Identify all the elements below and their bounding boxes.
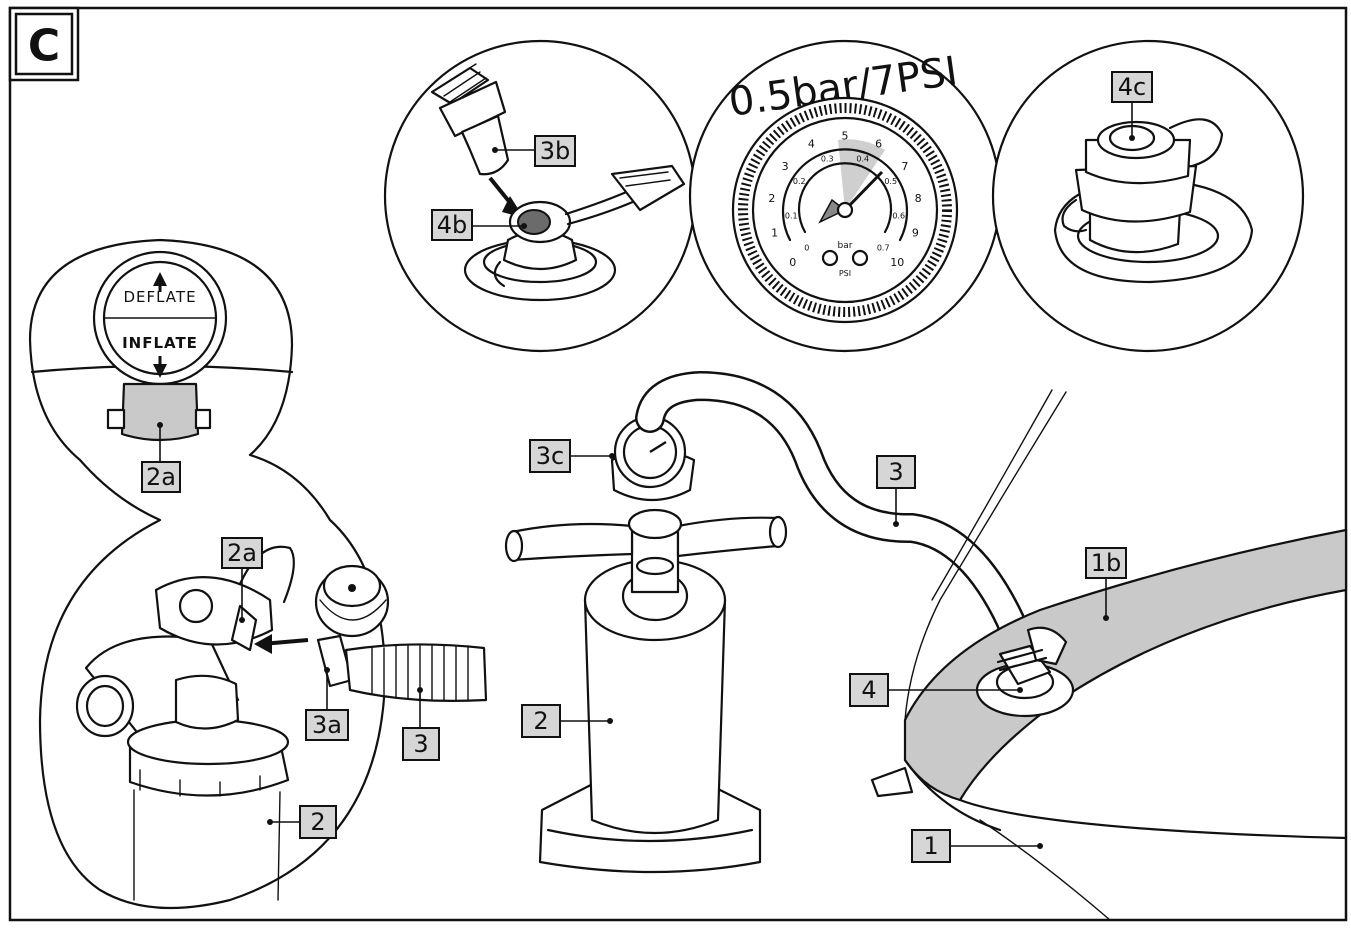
label-3c: 3c (529, 439, 571, 473)
svg-text:3c: 3c (536, 442, 564, 470)
switch-inflate-label: INFLATE (122, 334, 198, 352)
gauge-psi-tick-label: 6 (875, 138, 882, 151)
svg-text:3a: 3a (312, 711, 342, 739)
gauge-psi-tick-label: 1 (771, 226, 778, 239)
svg-text:2: 2 (310, 808, 325, 836)
gauge-bar-tick-label: 0.1 (785, 212, 798, 221)
gauge-psi-tick-label: 3 (782, 160, 789, 173)
svg-text:2a: 2a (227, 539, 257, 567)
svg-text:4: 4 (861, 676, 876, 704)
gauge-bar-tick-label: 0.2 (793, 177, 806, 186)
label-2-left: 2 (299, 805, 337, 839)
detail-pump-switch: DEFLATE INFLATE (28, 238, 488, 910)
section-letter: C (28, 21, 60, 72)
svg-text:3: 3 (413, 730, 428, 758)
label-1b: 1b (1085, 547, 1127, 579)
label-4: 4 (849, 673, 889, 707)
svg-text:4c: 4c (1118, 73, 1146, 101)
gauge-bar-tick-label: 0.6 (892, 212, 905, 221)
gauge-bar-tick-label: 0.3 (821, 155, 834, 164)
svg-text:1b: 1b (1091, 549, 1122, 577)
label-4c: 4c (1111, 71, 1153, 103)
gauge-bar-tick-label: 0.5 (884, 177, 897, 186)
gauge-psi-tick-label: 10 (890, 256, 904, 269)
svg-text:1: 1 (923, 832, 938, 860)
label-2a-mid: 2a (221, 537, 263, 569)
gauge-psi-tick-label: 8 (915, 192, 922, 205)
gauge-psi-tick-label: 2 (768, 192, 775, 205)
label-3-left: 3 (402, 727, 440, 761)
gauge-bar-tick-label: 0.4 (856, 155, 869, 164)
figure-frame (8, 6, 1348, 922)
gauge-psi-tick-label: 9 (912, 226, 919, 239)
label-1: 1 (911, 829, 951, 863)
svg-text:2: 2 (533, 707, 548, 735)
gauge-needle (843, 170, 884, 212)
svg-text:3: 3 (888, 458, 903, 486)
svg-text:3b: 3b (540, 137, 571, 165)
gauge-psi-tick-label: 4 (808, 138, 815, 151)
gauge-psi-scale: 0 1 2 3 4 5 6 7 8 9 10 (768, 130, 921, 269)
gauge-bar-tick-label: 0.7 (877, 244, 890, 253)
detail-hose-nozzle-valve (430, 63, 686, 302)
gauge-psi-tick-label: 5 (842, 130, 849, 143)
label-2-pump: 2 (521, 704, 561, 738)
section-badge: C (8, 6, 80, 82)
boat-hull (870, 389, 1348, 921)
label-3b: 3b (534, 135, 576, 167)
gauge-bar-tick-label: 0 (804, 244, 809, 253)
main-pump (504, 370, 1037, 874)
gauge-unit-psi: PSI (839, 269, 851, 278)
detail-valve-cap (1053, 118, 1254, 284)
gauge-psi-tick-label: 7 (901, 160, 908, 173)
gauge-bar-scale: 0 0.1 0.2 0.3 0.4 0.5 0.6 0.7 (785, 155, 905, 253)
label-3a: 3a (305, 709, 349, 741)
switch-deflate-label: DEFLATE (123, 288, 196, 306)
callouts: 2a 2a 3a 3 2 3b 4b 4c 3c 2 3 1b (141, 71, 1153, 863)
svg-text:2a: 2a (146, 463, 176, 491)
label-4b: 4b (431, 209, 473, 241)
gauge-psi-tick-label: 0 (789, 256, 796, 269)
svg-text:4b: 4b (437, 211, 468, 239)
label-2a-top: 2a (141, 461, 181, 493)
label-3-hose: 3 (876, 455, 916, 489)
gauge-unit-bar: bar (838, 241, 853, 251)
